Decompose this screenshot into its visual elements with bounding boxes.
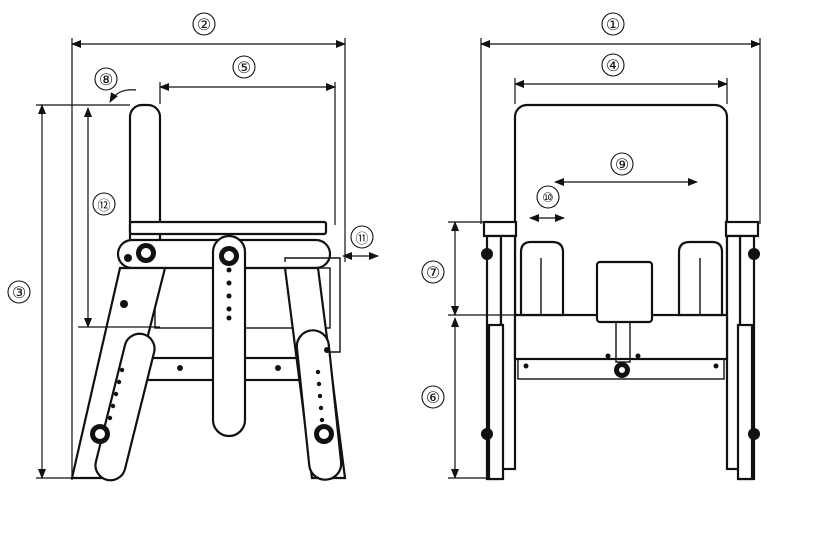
label-4: ④ (606, 56, 620, 75)
side-rear-leg-lower (94, 332, 156, 482)
front-view (481, 103, 760, 481)
label-12: ⑫ (97, 199, 110, 214)
label-7: ⑦ (426, 263, 440, 282)
label-8: ⑧ (99, 70, 113, 89)
label-5: ⑤ (237, 58, 251, 77)
side-knob-bottom-left (90, 424, 110, 444)
side-knob-bottom-right (314, 424, 334, 444)
side-center-post (211, 234, 247, 438)
label-1: ① (606, 15, 620, 34)
side-seat-board (128, 220, 328, 236)
front-dimensions (448, 38, 761, 479)
front-left-guard (519, 240, 565, 317)
label-3: ③ (12, 283, 26, 302)
label-11: ⑪ (355, 232, 368, 247)
front-left-leg (487, 323, 505, 481)
label-9: ⑨ (615, 155, 629, 174)
side-front-leg-lower (295, 329, 343, 481)
front-pommel (595, 260, 654, 324)
label-10: ⑩ (542, 191, 554, 206)
dimension-labels: ② ⑤ ⑧ ⑫ ③ ⑪ ① ④ ⑨ ⑩ ⑦ ⑥ (7, 12, 634, 409)
side-view (70, 103, 347, 482)
label-2: ② (197, 15, 211, 34)
front-under-bar (517, 358, 725, 380)
side-dimensions (36, 38, 379, 480)
front-left-arm (482, 220, 518, 238)
front-right-leg (736, 323, 754, 481)
label-6: ⑥ (426, 388, 440, 407)
front-pommel-stem (615, 321, 631, 363)
front-right-arm (724, 220, 760, 238)
side-front-bracket (284, 257, 341, 353)
side-knob-top-center (219, 246, 239, 266)
side-knob-top-left (136, 243, 156, 263)
